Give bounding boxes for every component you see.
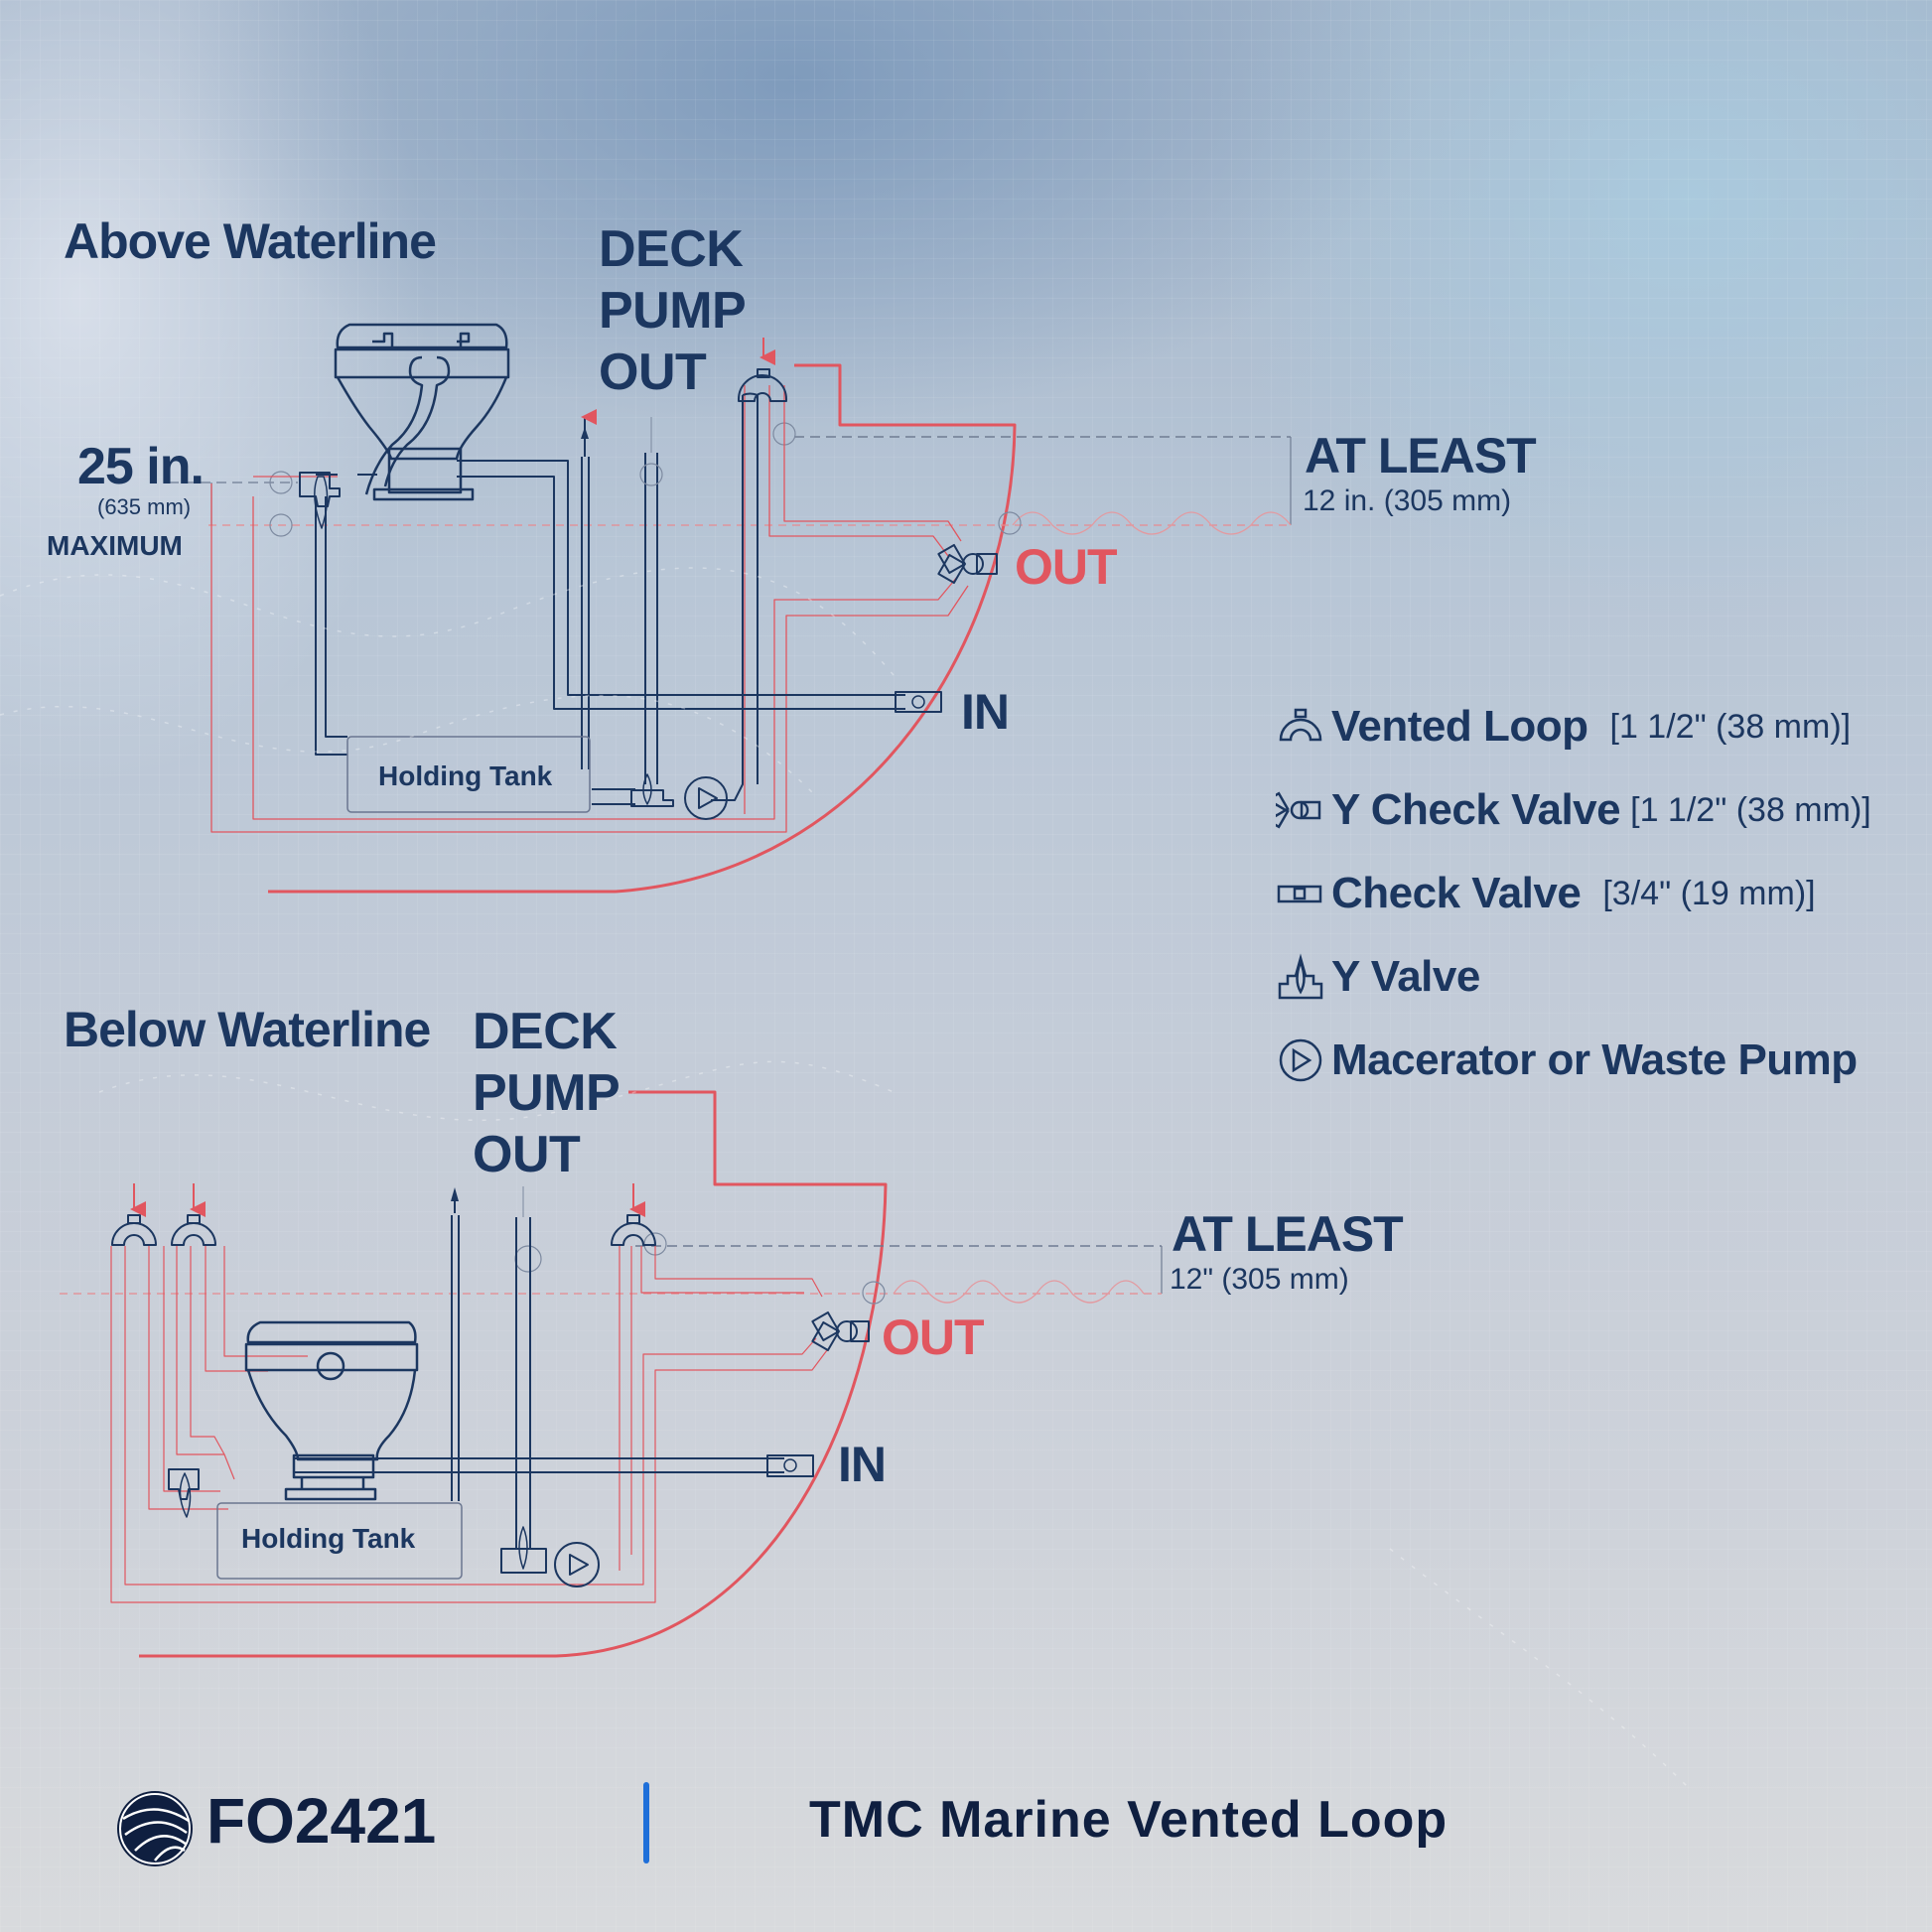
height-max-metric: (635 mm) xyxy=(97,494,192,519)
hull-outline-lower xyxy=(139,1090,888,1658)
legend-label: Y Check Valve xyxy=(1331,785,1621,834)
above-holding-tank-label: Holding Tank xyxy=(378,760,553,791)
deck-label-line: DECK xyxy=(473,1003,618,1060)
y-valve-icon xyxy=(1278,953,1323,1000)
below-out-label: OUT xyxy=(882,1310,985,1365)
toilet-bottom xyxy=(244,1320,419,1501)
pump-label-line: PUMP xyxy=(599,282,747,340)
y-check-valve-icon xyxy=(1276,791,1321,829)
deck-label-line: DECK xyxy=(599,220,744,278)
above-at-least-label: AT LEAST xyxy=(1305,428,1537,483)
legend-size: [1 1/2" (38 mm)] xyxy=(1630,790,1871,829)
pump-label-line: PUMP xyxy=(473,1064,621,1122)
legend-size: [1 1/2" (38 mm)] xyxy=(1609,707,1852,746)
below-in-label: IN xyxy=(838,1437,887,1492)
above-in-label: IN xyxy=(961,684,1010,740)
pump-icon xyxy=(1279,1038,1322,1082)
brand-logo-icon xyxy=(117,1791,193,1866)
legend-item-y-valve: Y Valve xyxy=(1276,935,1871,1019)
footer-divider xyxy=(643,1782,649,1863)
out-label-line: OUT xyxy=(473,1126,581,1183)
legend-item-pump: Macerator or Waste Pump xyxy=(1276,1019,1871,1102)
toilet-top xyxy=(334,323,510,501)
below-deck-pump-out-label: DECK PUMP OUT xyxy=(473,1001,621,1185)
above-waterline-diagram xyxy=(169,323,1292,894)
above-at-least-value: 12 in. (305 mm) xyxy=(1303,484,1512,517)
legend-label: Macerator or Waste Pump xyxy=(1331,1035,1858,1084)
below-at-least-value: 12" (305 mm) xyxy=(1170,1263,1349,1296)
legend-item-vented-loop: Vented Loop [1 1/2" (38 mm)] xyxy=(1276,685,1871,768)
product-title: TMC Marine Vented Loop xyxy=(809,1791,1449,1849)
above-deck-pump-out-label: DECK PUMP OUT xyxy=(599,218,747,403)
legend-label: Check Valve xyxy=(1331,869,1582,917)
above-out-label: OUT xyxy=(1015,539,1118,595)
above-waterline-title: Above Waterline xyxy=(64,213,437,269)
height-max-qualifier: MAXIMUM xyxy=(47,530,183,561)
out-label-line: OUT xyxy=(599,344,707,401)
below-holding-tank-label: Holding Tank xyxy=(241,1523,416,1554)
legend-size: [3/4" (19 mm)] xyxy=(1602,874,1816,912)
legend-item-check-valve: Check Valve [3/4" (19 mm)] xyxy=(1276,852,1871,935)
below-waterline-title: Below Waterline xyxy=(64,1002,431,1057)
legend-label: Y Valve xyxy=(1331,952,1480,1001)
height-max-value: 25 in. xyxy=(77,438,205,495)
below-waterline-diagram xyxy=(60,1090,1163,1658)
check-valve-icon xyxy=(1277,885,1322,903)
legend-label: Vented Loop xyxy=(1331,702,1588,751)
brand-code: FO2421 xyxy=(207,1785,437,1857)
legend-item-y-check-valve: Y Check Valve [1 1/2" (38 mm)] xyxy=(1276,768,1871,852)
vented-loop-icon xyxy=(1279,708,1322,742)
below-at-least-label: AT LEAST xyxy=(1172,1206,1404,1262)
legend: Vented Loop [1 1/2" (38 mm)] Y Check Val… xyxy=(1276,685,1871,1102)
